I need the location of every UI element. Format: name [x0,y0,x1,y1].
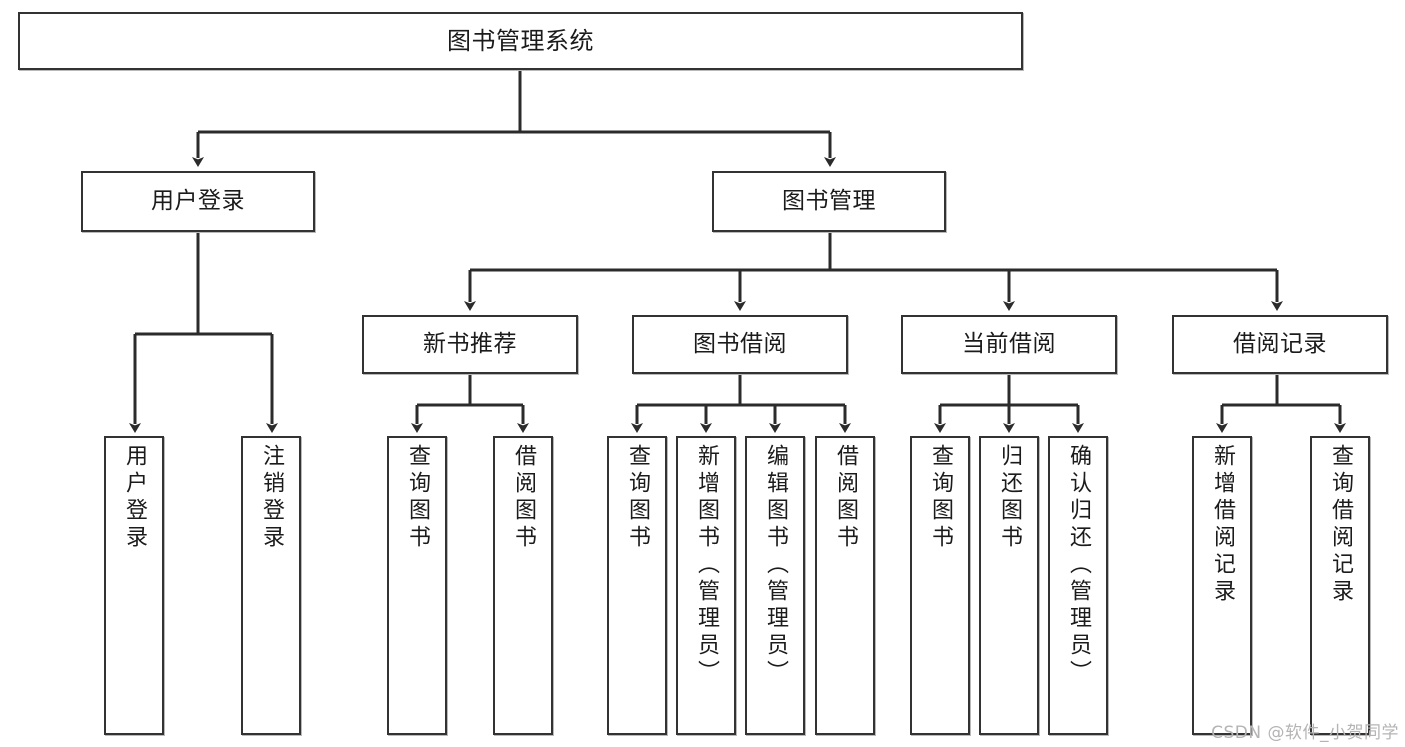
node-book-management[interactable]: 图书管理 [712,171,946,232]
leaf-current-borrow-query[interactable]: 查询图书 [910,436,970,735]
node-label: 确认归还（管理员） [1066,444,1091,687]
leaf-new-book-query[interactable]: 查询图书 [387,436,447,735]
node-label: 新书推荐 [423,330,517,357]
leaf-current-borrow-confirm-return[interactable]: 确认归还（管理员） [1048,436,1108,735]
node-label: 用户登录 [151,187,245,214]
leaf-user-login-logout[interactable]: 注销登录 [241,436,301,735]
leaf-book-borrow-add[interactable]: 新增图书（管理员） [676,436,736,735]
node-label: 借阅记录 [1233,330,1327,357]
leaf-borrow-record-query[interactable]: 查询借阅记录 [1310,436,1370,735]
node-label: 查询图书 [405,444,430,552]
node-label: 查询借阅记录 [1328,444,1353,606]
node-book-borrow[interactable]: 图书借阅 [632,315,848,374]
watermark-text: CSDN @软件_小贺同学 [1211,723,1399,743]
leaf-book-borrow-edit[interactable]: 编辑图书（管理员） [745,436,805,735]
node-label: 用户登录 [122,444,147,552]
leaf-current-borrow-return[interactable]: 归还图书 [979,436,1039,735]
node-label: 查询图书 [928,444,953,552]
node-label: 当前借阅 [962,330,1056,357]
node-label: 编辑图书（管理员） [763,444,788,687]
node-root-book-management-system[interactable]: 图书管理系统 [18,12,1023,70]
node-label: 注销登录 [259,444,284,552]
node-label: 借阅图书 [511,444,536,552]
node-label: 查询图书 [625,444,650,552]
leaf-book-borrow-query[interactable]: 查询图书 [607,436,667,735]
node-new-book-recommend[interactable]: 新书推荐 [362,315,578,374]
leaf-user-login-login[interactable]: 用户登录 [104,436,164,735]
node-label: 图书管理系统 [447,26,594,55]
node-label: 归还图书 [997,444,1022,552]
node-borrow-record[interactable]: 借阅记录 [1172,315,1388,374]
leaf-book-borrow-borrow[interactable]: 借阅图书 [815,436,875,735]
leaf-new-book-borrow[interactable]: 借阅图书 [493,436,553,735]
node-user-login[interactable]: 用户登录 [81,171,315,232]
leaf-borrow-record-add[interactable]: 新增借阅记录 [1192,436,1252,735]
node-label: 借阅图书 [833,444,858,552]
node-label: 新增图书（管理员） [694,444,719,687]
node-label: 新增借阅记录 [1210,444,1235,606]
node-label: 图书管理 [782,187,876,214]
node-label: 图书借阅 [693,330,787,357]
node-current-borrow[interactable]: 当前借阅 [901,315,1117,374]
